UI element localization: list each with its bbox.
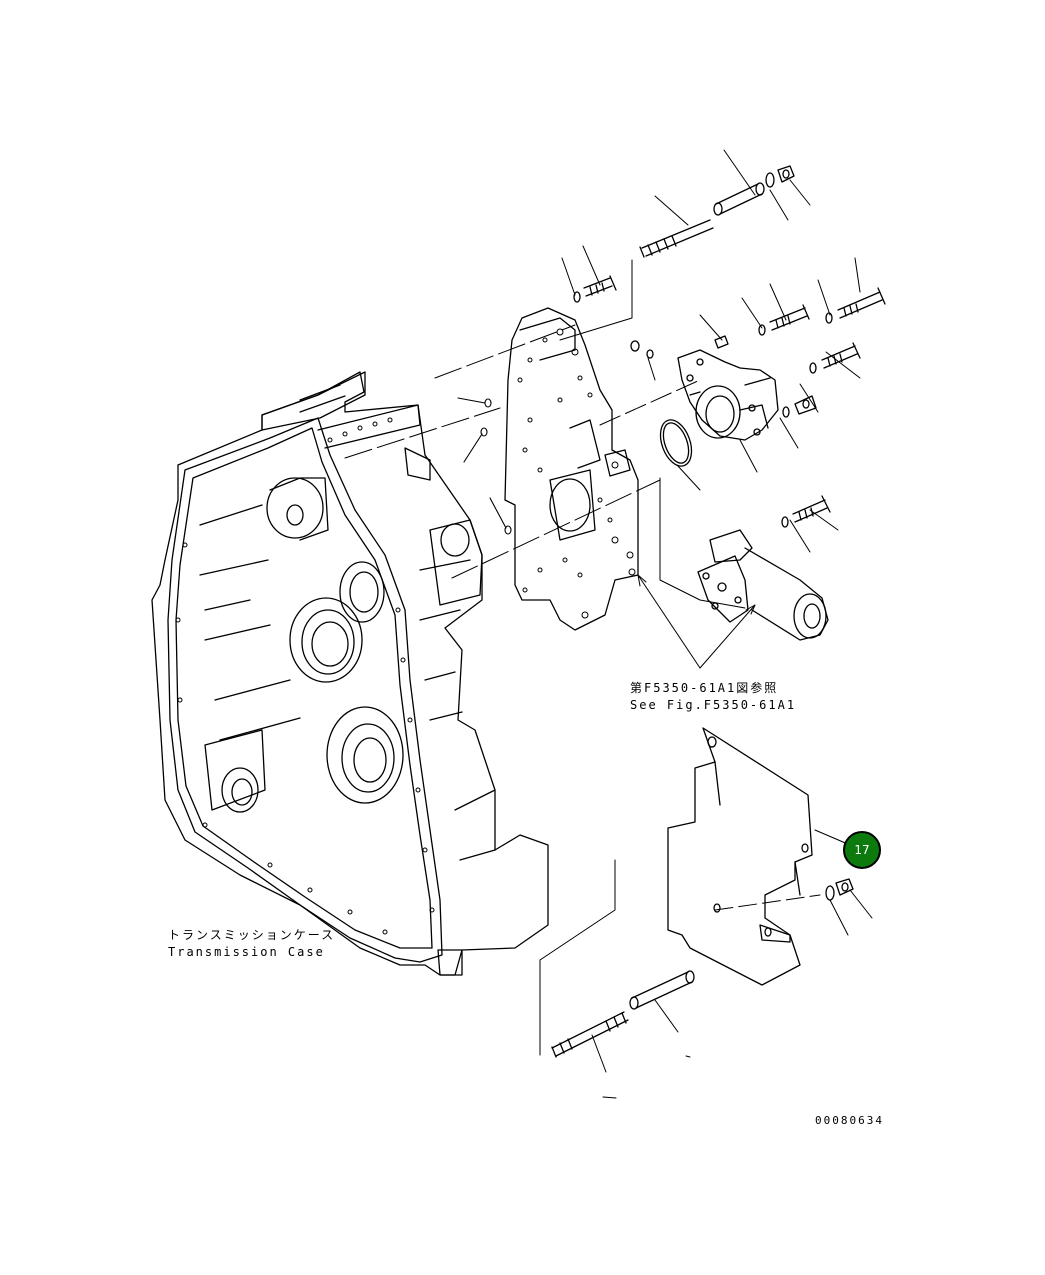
top-washer-nut bbox=[765, 165, 795, 188]
alignment-lines bbox=[344, 259, 821, 1056]
valve-body-plate bbox=[504, 307, 639, 631]
drawing-number: 00080634 bbox=[815, 1114, 884, 1127]
see-figure-arrows bbox=[637, 574, 756, 669]
lower-spacer-tube bbox=[629, 970, 695, 1010]
guard-cover bbox=[667, 727, 813, 986]
part-callout-17[interactable]: 17 bbox=[843, 831, 881, 869]
transmission-case bbox=[151, 371, 549, 976]
dowel-pins bbox=[457, 397, 512, 535]
plate-bolt bbox=[573, 275, 617, 303]
lower-stud-bolt bbox=[551, 1011, 629, 1058]
transmission-case-label-en: Transmission Case bbox=[168, 945, 325, 959]
solenoid-bolts-upper bbox=[758, 287, 886, 418]
solenoid-bolt-lower bbox=[781, 495, 831, 528]
top-stud-bolt bbox=[639, 219, 714, 258]
solenoid-valve-lower bbox=[697, 529, 829, 641]
transmission-case-label-jp: トランスミッションケース bbox=[168, 928, 336, 942]
see-figure-label-jp: 第F5350-61A1図参照 bbox=[630, 681, 779, 695]
guard-washer-nut bbox=[825, 878, 854, 901]
small-dowel-upper bbox=[630, 335, 729, 359]
see-figure-label-en: See Fig.F5350-61A1 bbox=[630, 698, 797, 712]
leader-lines bbox=[561, 149, 873, 1099]
solenoid-valve-upper bbox=[677, 349, 779, 441]
o-ring-upper bbox=[659, 419, 693, 467]
top-spacer-tube bbox=[713, 182, 765, 216]
